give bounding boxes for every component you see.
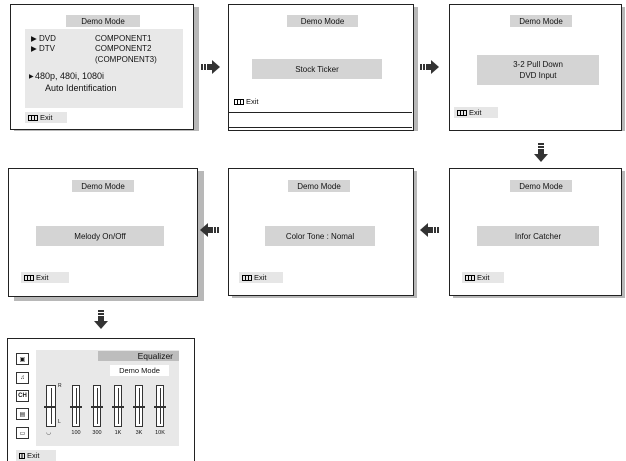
speaker-icon: ◡ [46, 430, 52, 436]
exit-label: Exit [36, 273, 49, 282]
input-icon: ▭ [16, 427, 29, 439]
screen-stock-ticker: Demo Mode Stock Ticker Exit [228, 4, 414, 131]
component2-label: COMPONENT2 [95, 44, 152, 53]
band-label: 300 [92, 430, 102, 436]
menu-icon [242, 274, 252, 281]
demo-mode-title: Demo Mode [287, 15, 358, 27]
eq-band-10k-slider[interactable] [154, 385, 166, 427]
exit-button[interactable]: Exit [454, 107, 498, 118]
channel-icon: CH [16, 390, 29, 402]
balance-slider[interactable] [44, 385, 56, 427]
exit-button[interactable]: Exit [231, 96, 271, 107]
demo-mode-title: Demo Mode [288, 180, 350, 192]
equalizer-title: Equalizer [98, 351, 179, 361]
menu-icon [457, 109, 467, 116]
auto-identification-label: Auto Identification [45, 83, 117, 93]
right-channel-label: R [58, 383, 62, 389]
picture-icon: ▣ [16, 353, 29, 365]
ticker-line-top [229, 112, 412, 114]
left-channel-label: L [58, 419, 61, 425]
down-arrow-icon [534, 143, 548, 162]
menu-icon [24, 274, 34, 281]
formats-label: 480p, 480i, 1080i [35, 71, 105, 81]
eq-band-3k-slider[interactable] [133, 385, 145, 427]
menu-icon [19, 452, 25, 459]
dvd-input-label: DVD Input [519, 71, 557, 80]
exit-label: Exit [254, 273, 267, 282]
setup-icon: ▤ [16, 408, 29, 420]
ticker-line-bottom [229, 127, 412, 129]
pull-down-box: 3-2 Pull Down DVD Input [477, 55, 599, 85]
screen-infor-catcher: Demo Mode Infor Catcher Exit [449, 168, 622, 296]
exit-button[interactable]: Exit [25, 112, 67, 123]
eq-band-100-slider[interactable] [70, 385, 82, 427]
demo-mode-title: Demo Mode [510, 15, 572, 27]
left-arrow-icon [200, 223, 219, 237]
stock-ticker-label: Stock Ticker [252, 59, 382, 79]
menu-icon [234, 98, 244, 105]
demo-mode-title: Demo Mode [510, 180, 572, 192]
source-dvd: DVD [39, 34, 56, 43]
demo-mode-title: Demo Mode [72, 180, 134, 192]
color-tone-label: Color Tone : Nomal [265, 226, 375, 246]
eq-band-300-slider[interactable] [91, 385, 103, 427]
menu-icon [28, 114, 38, 121]
screen-melody: Demo Mode Melody On/Off Exit [8, 168, 198, 297]
band-label: 3K [135, 430, 143, 436]
band-label: 1K [114, 430, 122, 436]
sound-icon: ♫ [16, 372, 29, 384]
right-arrow-icon [201, 60, 220, 74]
exit-label: Exit [40, 113, 53, 122]
exit-label: Exit [469, 108, 482, 117]
screen-color-tone: Demo Mode Color Tone : Nomal Exit [228, 168, 414, 296]
screen-demo-mode-sources: Demo Mode ▶ DVD COMPONENT1 ▶ DTV COMPONE… [10, 4, 194, 130]
exit-label: Exit [246, 97, 259, 106]
eq-band-1k-slider[interactable] [112, 385, 124, 427]
component3-label: (COMPONENT3) [95, 55, 157, 64]
exit-button[interactable]: Exit [462, 272, 504, 283]
exit-label: Exit [477, 273, 490, 282]
component1-label: COMPONENT1 [95, 34, 152, 43]
band-label: 100 [71, 430, 81, 436]
exit-button[interactable]: Exit [16, 450, 56, 461]
arrow-icon: ▶ [31, 34, 37, 43]
demo-mode-subtitle: Demo Mode [110, 365, 169, 376]
right-arrow-icon [420, 60, 439, 74]
melody-label: Melody On/Off [36, 226, 164, 246]
arrow-icon: ▶ [31, 44, 37, 53]
source-dtv: DTV [39, 44, 55, 53]
arrow-icon: ▶ [29, 74, 34, 80]
infor-catcher-label: Infor Catcher [477, 226, 599, 246]
screen-pull-down: Demo Mode 3-2 Pull Down DVD Input Exit [449, 4, 622, 131]
band-label: 10K [155, 430, 165, 436]
demo-mode-title: Demo Mode [66, 15, 140, 27]
exit-label: Exit [27, 451, 40, 460]
exit-button[interactable]: Exit [21, 272, 69, 283]
exit-button[interactable]: Exit [239, 272, 283, 283]
screen-equalizer: ▣ ♫ CH ▤ ▭ Equalizer Demo Mode R L ◡ 100… [7, 338, 195, 461]
down-arrow-icon [94, 310, 108, 329]
menu-icon [465, 274, 475, 281]
pull-down-label: 3-2 Pull Down [513, 60, 563, 69]
left-arrow-icon [420, 223, 439, 237]
